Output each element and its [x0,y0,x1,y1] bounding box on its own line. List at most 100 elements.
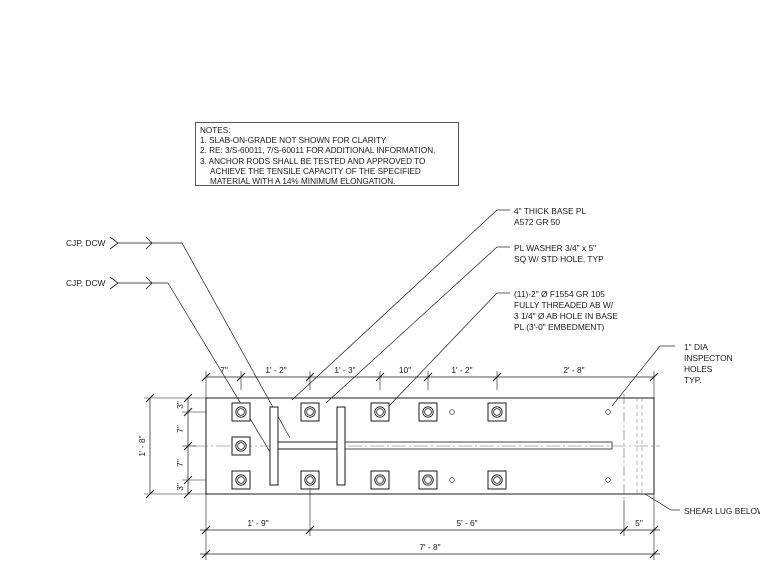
dimension-tick [423,372,433,382]
dimension-tick [375,372,385,382]
column-web [277,441,338,450]
column-flange-right [336,406,346,486]
bolt-hole [422,406,434,418]
dimension-tick [201,372,211,382]
washer-plate [487,402,507,422]
dim-left-3: 7" [175,459,185,467]
bolt-hole [422,474,434,486]
washer-plate [370,470,390,490]
dimension-tick [183,407,193,417]
dimension-tick [183,475,193,485]
dim-left-1: 3" [175,401,185,409]
dimension-tick [145,489,155,499]
note-line-3c: MATERIAL WITH A 14% MINIMUM ELONGATION. [210,177,396,187]
notes-title: NOTES: [200,126,231,135]
washer-callout: PL WASHER 3/4" x 5" SQ W/ STD HOLE, TYP [514,243,604,264]
washer-plate [418,402,438,422]
base-plate-leader [291,209,498,401]
base-plate-callout: 4" THICK BASE PL A572 GR 50 [514,206,587,227]
dim-top-3: 1' - 3" [334,365,355,375]
shear-lug-callout: SHEAR LUG BELOW [684,506,760,516]
bolt-shank [493,408,501,416]
note-line-3: 3. ANCHOR RODS SHALL BE TESTED AND APPRO… [200,156,426,166]
dimension-tick [145,393,155,403]
dim-top-2: 1' - 2" [265,365,286,375]
column-flange-left [269,406,279,486]
anchor-bolt [231,436,251,456]
dim-left-2: 7" [175,425,185,433]
dimension-tick [649,549,659,559]
bolt-shank [376,476,384,484]
base-plate-callout-line-1: 4" THICK BASE PL [514,206,587,216]
inspection-hole [605,409,611,415]
notes-box: NOTES: 1. SLAB-ON-GRADE NOT SHOWN FOR CL… [195,122,459,186]
bottom-dimension-string: 1' - 9" 5' - 6" 5" 7' - 8" [200,488,660,560]
anchor-bolt-callout-line-1: (11)-2" Ø F1554 GR 105 [514,289,605,299]
dim-bottom-2: 5' - 6" [456,518,477,528]
dimension-tick [183,441,193,451]
column-section [269,406,346,486]
inspection-hole [449,409,455,415]
bolt-shank [306,408,314,416]
washer-leader [325,246,498,404]
inspection-callout-line-2: INSPECTON [684,353,733,363]
washer-callout-line-1: PL WASHER 3/4" x 5" [514,243,596,253]
bolt-shank [237,442,245,450]
anchor-bolt [487,470,507,490]
bolt-hole [374,474,386,486]
top-dimension-string: 7" 1' - 2" 1' - 3" 10" 1' - 2" 2' - 8" [201,365,659,398]
washer-plate [300,402,320,422]
anchor-bolt-callout-line-4: PL (3'-0" EMBEDMENT) [514,322,605,332]
bolt-shank [424,476,432,484]
washer-plate [418,470,438,490]
anchor-bolt [300,402,320,422]
inspection-callout-line-1: 1" DIA [684,342,708,352]
anchor-bolt [418,402,438,422]
anchor-bolt [487,402,507,422]
bolt-hole [491,474,503,486]
dimension-tick [201,549,211,559]
washer-plate [231,436,251,456]
dimension-tick [183,393,193,403]
bolt-shank [376,408,384,416]
inspection-hole-callout: 1" DIA INSPECTON HOLES TYP. [684,342,733,385]
bolt-shank [237,476,245,484]
dim-top-1: 7" [220,365,228,375]
dim-bottom-overall: 7' - 8" [419,542,440,552]
bolt-shank [306,476,314,484]
dim-top-5: 1' - 2" [451,365,472,375]
dimension-tick [305,525,315,535]
washer-plate [487,470,507,490]
weld-callout-bottom: CJP, DCW [66,276,279,466]
dimension-tick [649,525,659,535]
dim-bottom-3: 5" [635,518,643,528]
weld-callout-top: CJP, DCW [66,236,291,439]
dimension-tick [649,372,659,382]
anchor-bolt-callout: (11)-2" Ø F1554 GR 105 FULLY THREADED AB… [514,289,618,332]
dim-top-4: 10" [399,365,411,375]
bolt-shank [493,476,501,484]
dimension-tick [305,372,315,382]
washer-callout-line-2: SQ W/ STD HOLE, TYP [514,254,604,264]
bolt-hole [304,406,316,418]
weld-label-bottom: CJP, DCW [66,278,105,288]
anchor-bolt-leader [387,292,498,408]
anchor-bolt [231,470,251,490]
shear-lug [307,441,613,450]
bolt-hole [304,474,316,486]
weld-leader-bottom [167,282,279,466]
left-dimension-string: 3" 7" 7" 3" 1' - 8" [137,393,206,499]
bolt-hole [491,406,503,418]
anchor-bolt [300,470,320,490]
anchor-bolt [370,402,390,422]
washer-plate [370,402,390,422]
bolt-hole [235,440,247,452]
washer-plate [300,470,320,490]
dimension-tick [183,489,193,499]
note-line-1: 1. SLAB-ON-GRADE NOT SHOWN FOR CLARITY [200,136,387,146]
bolt-hole [235,406,247,418]
weld-label-top: CJP, DCW [66,238,105,248]
inspection-hole-group [449,409,611,483]
bolt-shank [237,408,245,416]
